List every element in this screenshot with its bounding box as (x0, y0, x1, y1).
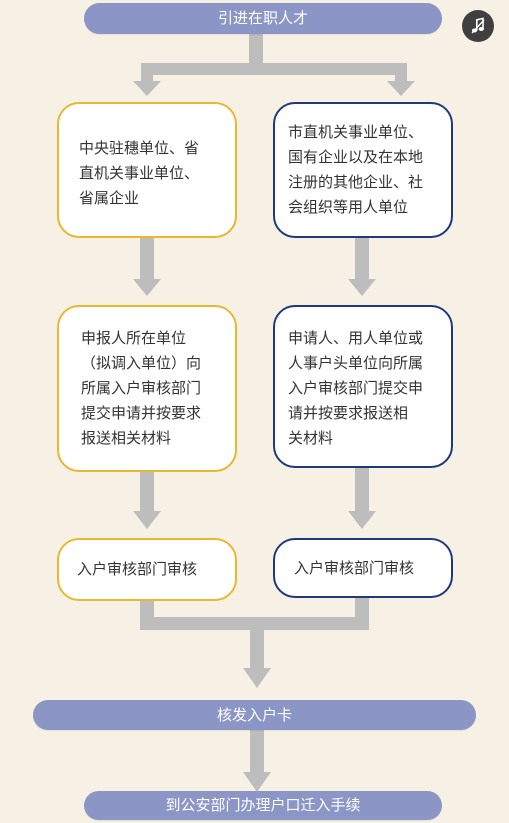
step-final: 到公安部门办理户口迁入手续 (84, 791, 442, 820)
step-issue-card: 核发入户卡 (33, 700, 476, 730)
step-applicant-employer-text: 申请人、用人单位或 人事户头单位向所属 入户审核部门提交申 请并按要求报送相 关… (288, 329, 424, 447)
music-note-icon (471, 17, 485, 34)
step-applicant-employer-box: 申请人、用人单位或 人事户头单位向所属 入户审核部门提交申 请并按要求报送相 关… (273, 305, 453, 468)
step-central-units-box: 中央驻穗单位、省 直机关事业单位、 省属企业 (57, 102, 237, 238)
step-review-left-box: 入户审核部门审核 (57, 538, 237, 601)
step-review-right-text: 入户审核部门审核 (294, 559, 415, 577)
step-municipal-units-box: 市直机关事业单位、 国有企业以及在本地 注册的其他企业、社 会组织等用人单位 (273, 102, 453, 238)
step-issue-card-label: 核发入户卡 (216, 706, 292, 724)
step-review-right-box: 入户审核部门审核 (273, 538, 453, 598)
step-applicant-unit-box: 申报人所在单位 （拟调入单位）向 所属入户审核部门 提交申请并按要求 报送相关材… (57, 305, 237, 472)
step-review-left-text: 入户审核部门审核 (77, 560, 198, 578)
step-top: 引进在职人才 (84, 3, 442, 34)
music-button[interactable] (462, 10, 494, 42)
step-central-units-text: 中央驻穗单位、省 直机关事业单位、 省属企业 (79, 139, 200, 207)
step-final-label: 到公安部门办理户口迁入手续 (165, 796, 361, 814)
step-top-label: 引进在职人才 (217, 9, 308, 27)
step-applicant-unit-text: 申报人所在单位 （拟调入单位）向 所属入户审核部门 提交申请并按要求 报送相关材… (81, 329, 202, 447)
step-municipal-units-text: 市直机关事业单位、 国有企业以及在本地 注册的其他企业、社 会组织等用人单位 (288, 123, 424, 216)
